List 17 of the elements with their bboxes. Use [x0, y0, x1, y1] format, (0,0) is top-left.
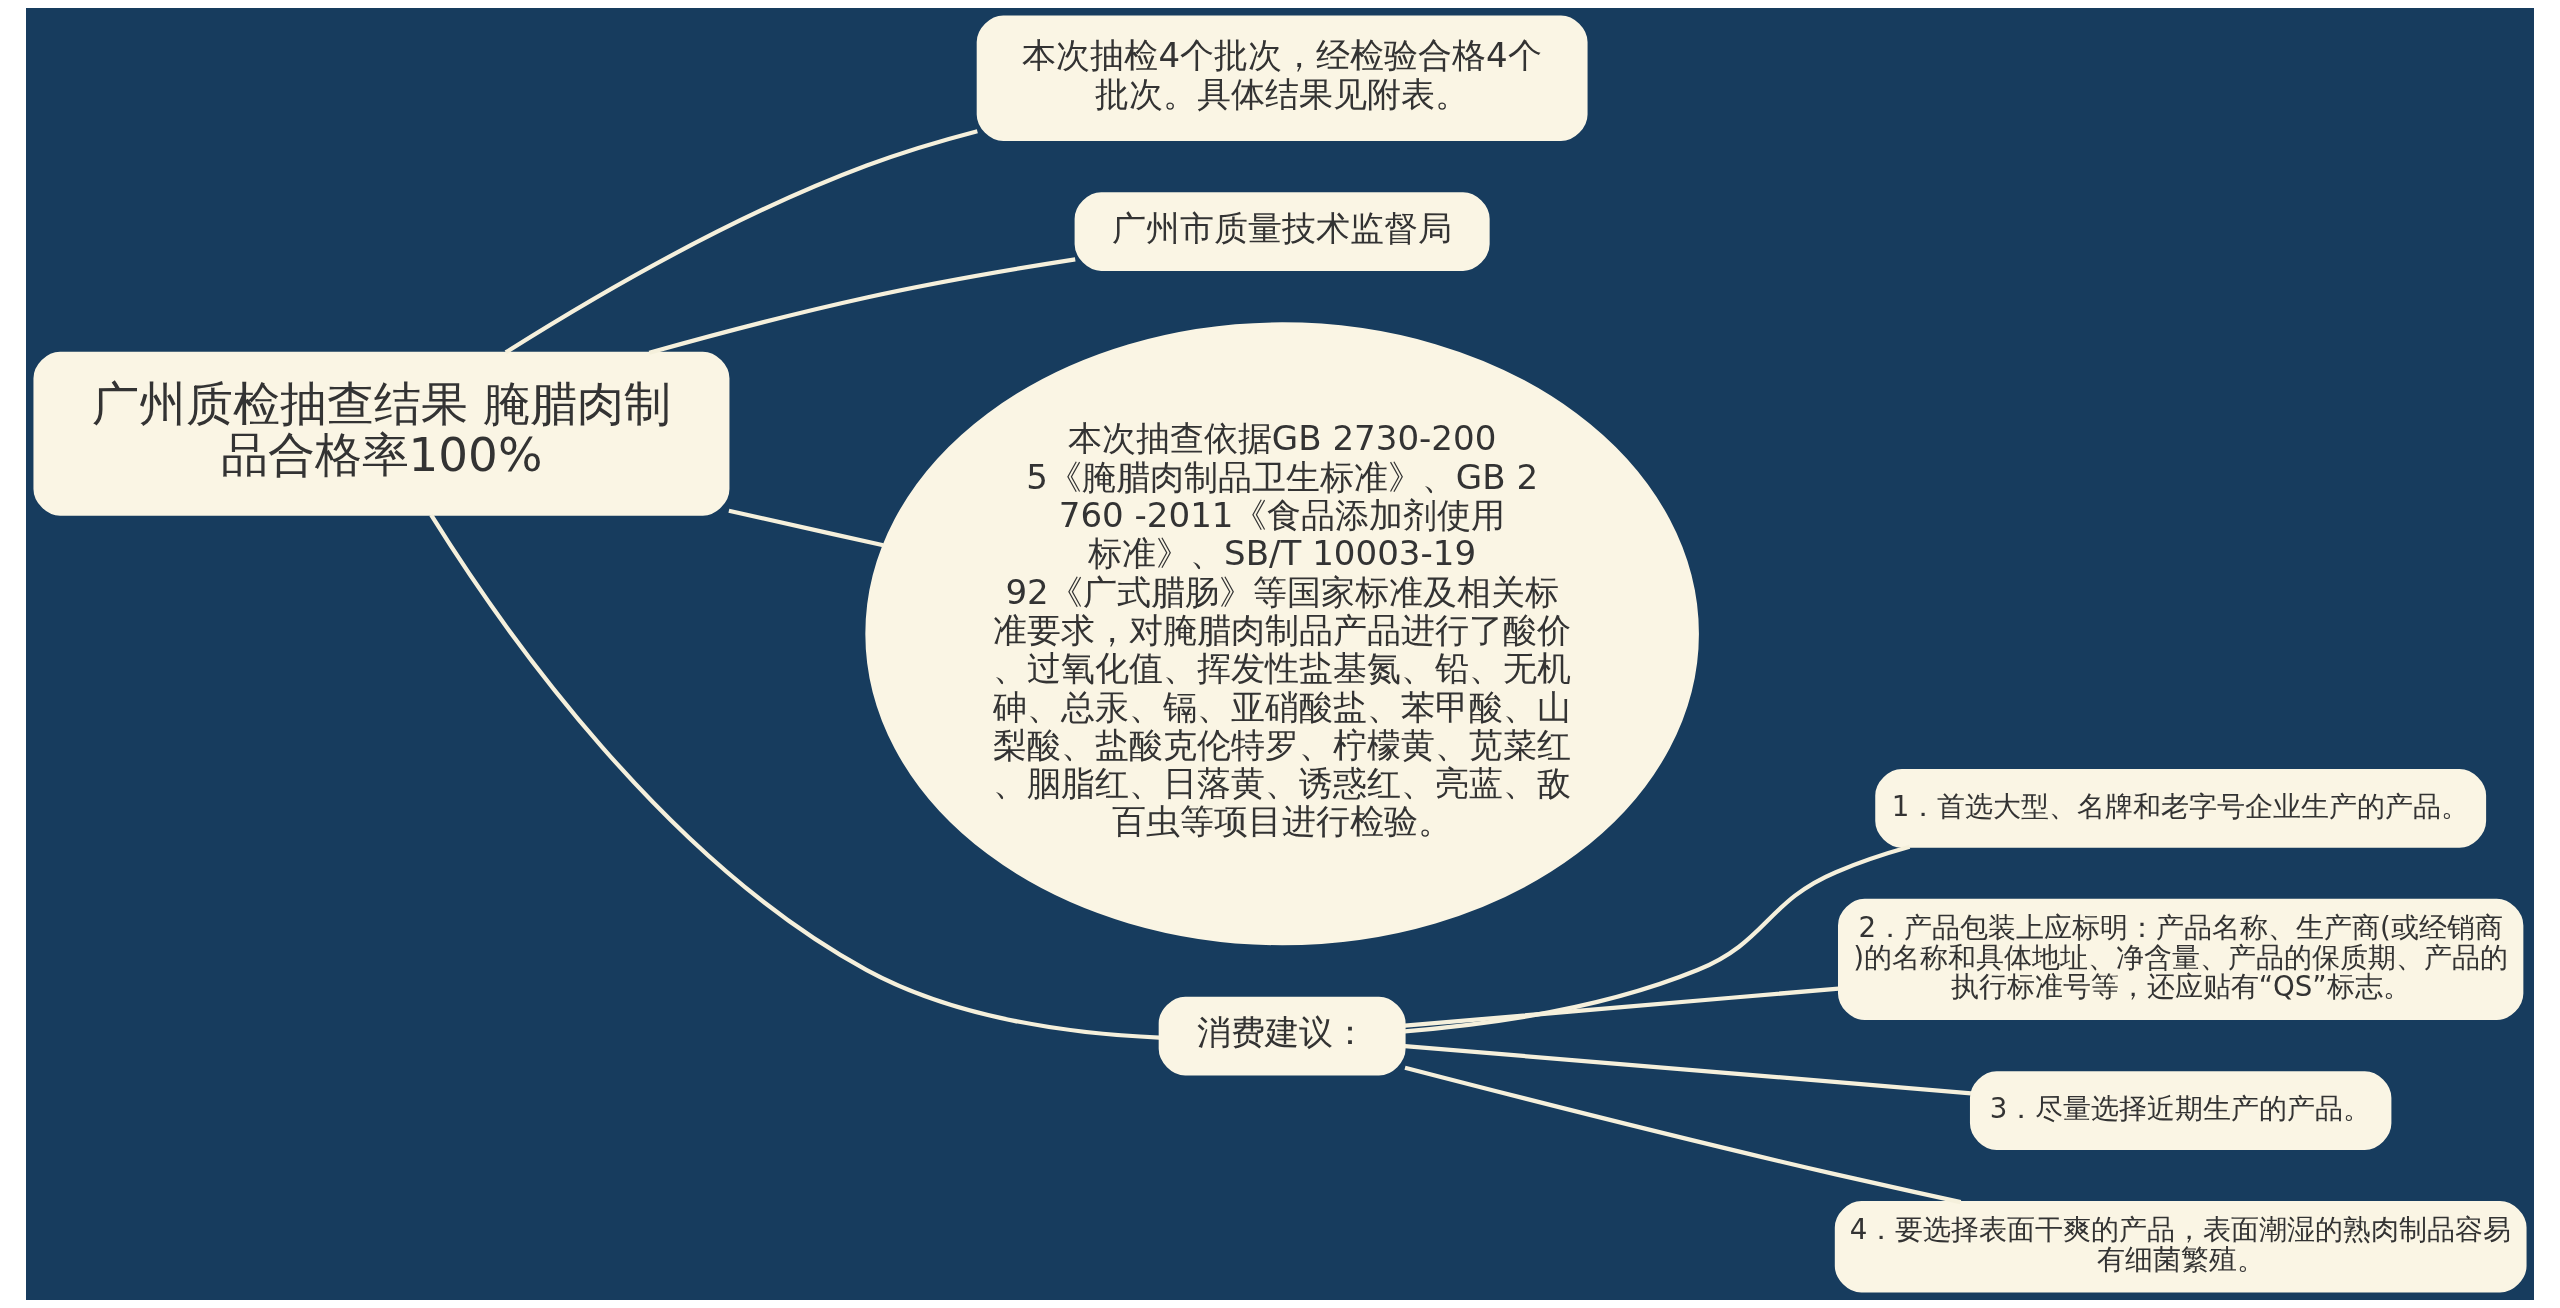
connector — [648, 257, 1076, 355]
node-box: 1．首选大型、名牌和老字号企业生产的产品。 — [1875, 768, 2487, 848]
connector — [429, 513, 1160, 1040]
node-ellipse: 本次抽查依据GB 2730-2005《腌腊肉制品卫生标准》、GB 2760 -2011《食品添加剂使用标准》、SB/T 10003-1992《广式腊肠》等国家标准及相关标准要求，对腌腊肉制品产品进行了酸价、过氧化值、挥发性盐基氮、铅、无机砷、总汞、镉、亚硝酸盐、苯甲酸、山梨酸、盐酸克伦特罗、柠檬黄、苋菜红、胭脂红、日落黄、诱惑红、亮蓝、敌百虫等项目进行检验。 — [865, 322, 1699, 946]
node-box: 3．尽量选择近期生产的产品。 — [1969, 1071, 2392, 1150]
connector — [1404, 986, 1839, 1028]
connector — [504, 129, 978, 355]
connector — [728, 508, 884, 548]
node-box: 广州市质量技术监督局 — [1074, 192, 1490, 271]
node-box: 广州质检抽查结果 腌腊肉制品合格率100% — [33, 351, 730, 516]
node-box: 本次抽检4个批次，经检验合格4个批次。具体结果见附表。 — [976, 15, 1588, 142]
node-box: 2．产品包装上应标明：产品名称、生产商(或经销商)的名称和具体地址、净含量、产品的保质期、产品的执行标准号等，还应贴有“QS”标志。 — [1838, 898, 2524, 1021]
connector — [1404, 1065, 1962, 1205]
connector — [1404, 844, 1911, 1034]
node-box: 消费建议： — [1158, 996, 1406, 1076]
node-box: 4．要选择表面干爽的产品，表面潮湿的熟肉制品容易有细菌繁殖。 — [1834, 1201, 2527, 1293]
connector — [1404, 1043, 1972, 1096]
